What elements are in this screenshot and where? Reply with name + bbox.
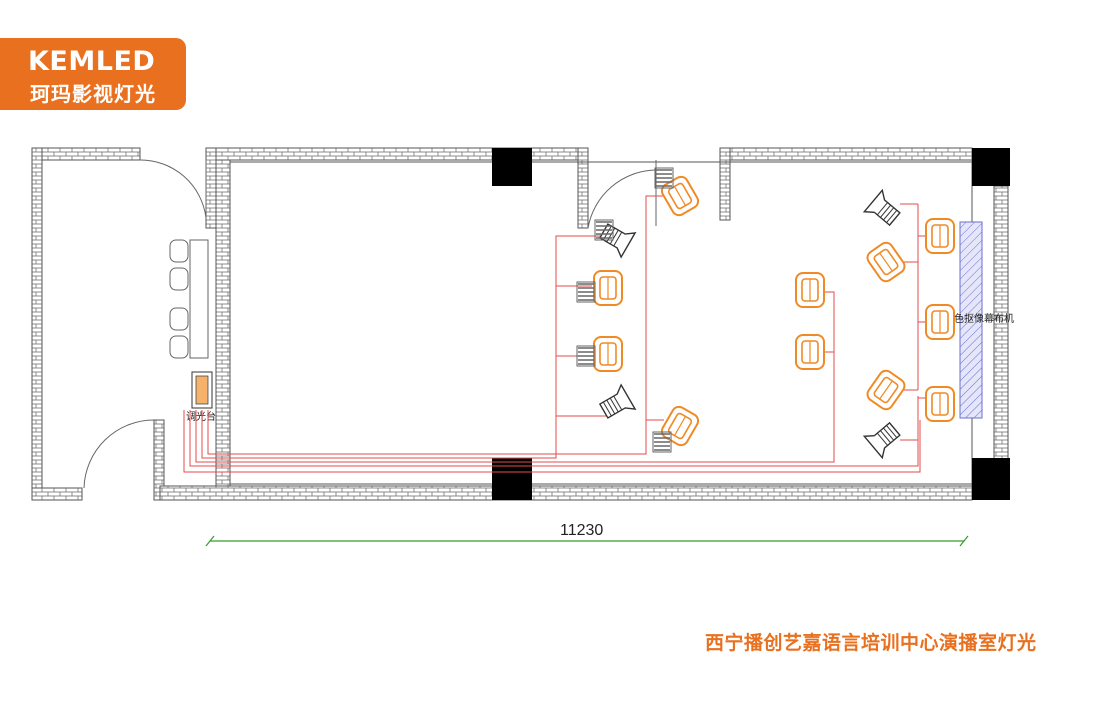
doors (83, 159, 657, 489)
seating (169, 239, 209, 359)
fresnel-lights (596, 189, 905, 459)
softbox-light (795, 334, 825, 370)
softbox-light (593, 270, 623, 306)
fresnel-light (863, 189, 905, 231)
softbox-light (925, 386, 955, 422)
plan-caption: 西宁播创艺嘉语言培训中心演播室灯光 (705, 632, 1037, 654)
dimension-line (205, 535, 969, 547)
ballasts (576, 167, 674, 453)
columns (492, 148, 1010, 500)
dimmer-desk (191, 371, 213, 409)
softbox-light (925, 304, 955, 340)
softbox-light (863, 239, 909, 285)
softbox-light (658, 173, 702, 219)
softbox-light (593, 336, 623, 372)
softbox-light (925, 218, 955, 254)
fresnel-light (596, 384, 636, 424)
left-room-walls (31, 147, 165, 501)
wiring (183, 195, 930, 473)
chroma-backdrop (959, 221, 983, 419)
fresnel-light (863, 417, 905, 459)
backdrop-label: 蓝色抠像幕布机 (944, 312, 1014, 325)
brand-name-en: KEMLED (28, 46, 156, 77)
softbox-light (658, 403, 702, 449)
brand-logo: KEMLED 珂玛影视灯光 (0, 38, 186, 110)
brand-name-cn: 珂玛影视灯光 (30, 82, 156, 106)
softbox-light (863, 367, 909, 413)
dimension-value: 11230 (560, 522, 603, 539)
softbox-light (795, 272, 825, 308)
softbox-lights (593, 173, 955, 449)
